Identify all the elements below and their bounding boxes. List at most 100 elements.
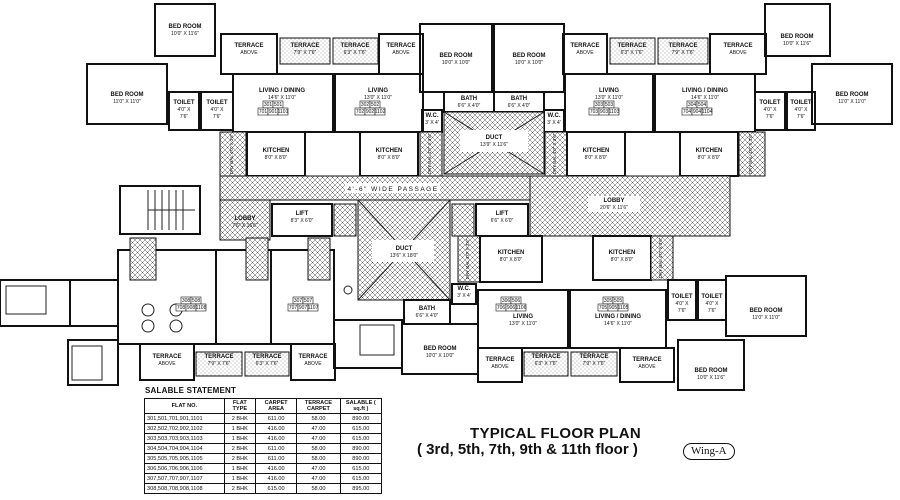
room-label-bed-tr: BED ROOM [781, 34, 814, 40]
table-cell: 2 BHK [223, 413, 256, 424]
flat-number: 903 [600, 109, 609, 115]
room-size-bath-3: 6'6" X 4'0" [416, 313, 439, 319]
flat-number: 506 [512, 298, 521, 304]
room-size-terrace-a3: ABOVE [576, 50, 594, 56]
room-outline [246, 131, 306, 177]
room-outline [154, 3, 216, 57]
room-outline [451, 283, 477, 305]
wing-badge: Wing-A [683, 443, 735, 460]
table-cell: 615.00 [339, 423, 383, 434]
room-size-bed-c3: 10'0" X 10'0" [426, 353, 454, 359]
room-size-bed-c1: 10'0" X 10'0" [442, 60, 470, 66]
room-size-bed-l: 11'0" X 11'0" [113, 99, 141, 105]
room-size-lobby-l: 7'6" X 16'6" [232, 223, 258, 229]
flat-number: 307 [294, 298, 303, 304]
flat-number: 705 [599, 305, 608, 311]
room-size-terrace-a7: ABOVE [491, 364, 509, 370]
room-label-kitchen-1: KITCHEN [263, 148, 290, 154]
flat-number: 508 [192, 298, 201, 304]
room-label-terrace-a5: TERRACE [152, 354, 181, 360]
terrace-outline [279, 37, 331, 65]
flat-number: 306 [502, 298, 511, 304]
room-size-lift-1: 8'3" X 6'0" [291, 218, 314, 224]
room-label-kitchen-4: KITCHEN [696, 148, 723, 154]
furniture [343, 285, 353, 295]
flat-number-box [515, 303, 527, 312]
room-label-terrace-a7: TERRACE [485, 357, 514, 363]
room-size-terrace-a2: ABOVE [392, 50, 410, 56]
dry-balcony-outline [219, 131, 247, 177]
room-size-terrace-d4: 7'9" X 7'6" [672, 50, 695, 56]
flat-number: 1107 [308, 305, 319, 311]
room-size-terrace-a1: ABOVE [240, 50, 258, 56]
room-size-kitchen-4: 8'0" X 8'0" [698, 155, 721, 161]
room-label-wc-1: W.C. [426, 113, 439, 119]
table-cell: 615.00 [339, 473, 383, 484]
flat-number: 308 [182, 298, 191, 304]
furniture [5, 285, 47, 315]
flat-number: 901 [269, 109, 278, 115]
duct-label-bg [372, 240, 434, 262]
lift-outline [271, 203, 333, 237]
room-size-living-3: 13'0" X 11'0" [595, 95, 623, 101]
room-size-terrace-a8: ABOVE [638, 364, 656, 370]
room-size-kitchen-6: 8'0" X 8'0" [611, 257, 634, 263]
flat-number: 305 [604, 298, 613, 304]
table-cell: 58.00 [296, 413, 341, 424]
room-label-bath-2: BATH [511, 96, 527, 102]
furniture [359, 324, 395, 356]
col-header: FLAT TYPE [223, 398, 256, 414]
room-outline [679, 131, 739, 177]
room-label-bed-r2: BED ROOM [750, 308, 783, 314]
flat-number: 904 [693, 109, 702, 115]
room-size-living-5: 13'0" X 11'0" [509, 321, 537, 327]
table-cell: 1 BHK [223, 463, 256, 474]
room-label-terrace-d6: TERRACE [252, 354, 281, 360]
room-outline [443, 91, 495, 113]
room-size-bed-tl: 10'0" X 11'6" [171, 31, 199, 37]
room-size-terrace-d6: 6'3" X 7'6" [256, 361, 279, 367]
table-cell: 611.00 [254, 453, 298, 464]
table-cell: 895.00 [339, 483, 383, 494]
room-size-terrace-d7: 6'3" X 7'6" [535, 361, 558, 367]
hatch-panel [245, 237, 269, 281]
flat-number: 1102 [375, 109, 386, 115]
furniture [141, 319, 155, 333]
lobby-outline [219, 199, 271, 241]
flat-number: 507 [304, 298, 313, 304]
room-label-bed-br: BED ROOM [695, 368, 728, 374]
table-cell: 416.00 [254, 463, 298, 474]
plan-subtitle: ( 3rd, 5th, 7th, 9th & 11th floor ) [417, 441, 638, 458]
room-size-toilet-r3: 4'0" X [675, 301, 689, 307]
room-size-kitchen-5: 8'0" X 8'0" [500, 257, 523, 263]
table-cell: 307,507,707,907,1107 [144, 473, 225, 484]
room-outline [786, 91, 816, 131]
table-cell: 47.00 [296, 473, 341, 484]
room-size-toilet-r2: 4'0" X [794, 107, 808, 113]
hatch-panel [307, 237, 331, 281]
room-label-wc-2: W.C. [548, 113, 561, 119]
room-label-bed-l: BED ROOM [111, 92, 144, 98]
room-size-kitchen-2: 8'0" X 8'0" [378, 155, 401, 161]
room-outline [811, 63, 893, 125]
flat-number-box [374, 107, 386, 116]
room-size-terrace-d3: 6'3" X 7'6" [621, 50, 644, 56]
table-cell: 890.00 [339, 443, 383, 454]
flat-number: 504 [698, 102, 707, 108]
terrace-outline [657, 37, 709, 65]
flat-number: 902 [366, 109, 375, 115]
flat-number: 301 [264, 102, 273, 108]
room-label-bed-c3: BED ROOM [424, 346, 457, 352]
flat-number: 1103 [609, 109, 620, 115]
flat-number: 1105 [618, 305, 629, 311]
dry-balcony-label: DRY BAL 4'0" X 3'6" [552, 133, 557, 174]
flat-number: 906 [507, 305, 516, 311]
flat-number: 703 [590, 109, 599, 115]
room-size-lobby-r: 20'6" X 11'6" [600, 205, 628, 211]
furniture [71, 345, 103, 381]
